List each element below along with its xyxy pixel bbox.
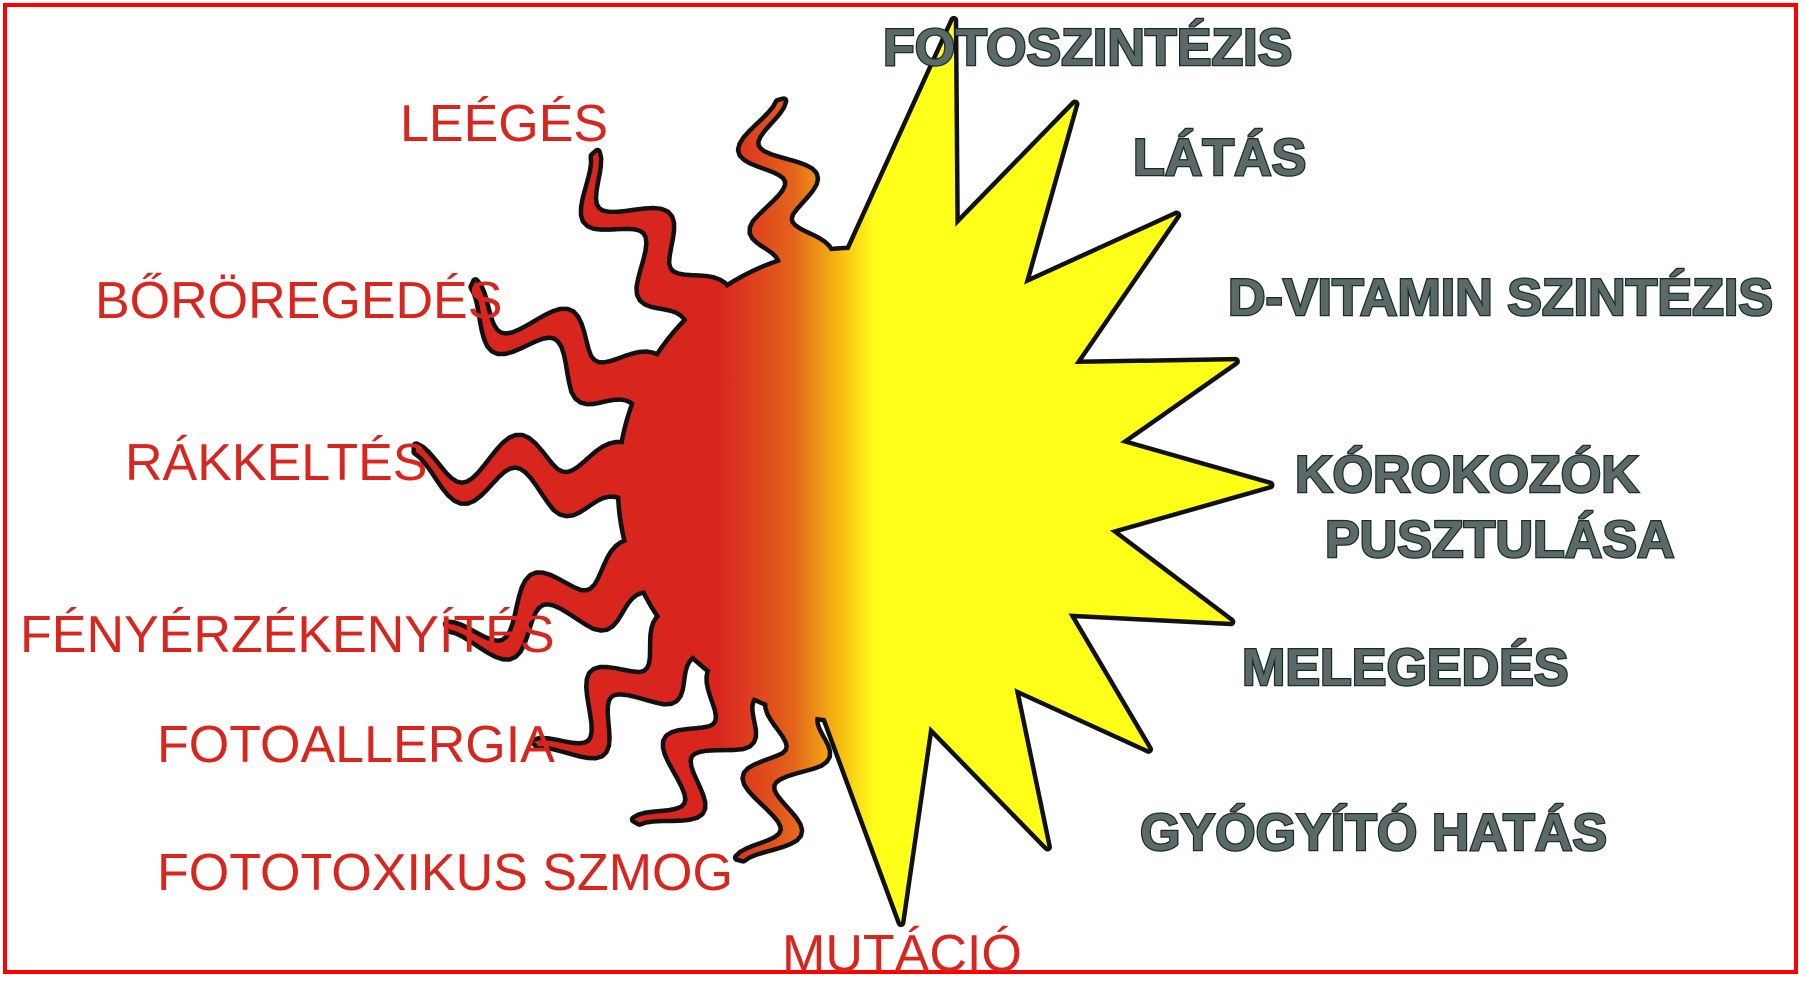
label-melegedes: MELEGEDÉS (1242, 639, 1569, 697)
label-fotoszintezis: FOTOSZINTÉZIS (883, 19, 1292, 77)
label-fotoallergia: FOTOALLERGIA (157, 716, 555, 774)
label-fototoxikus-szmog: FOTOTOXIKUS SZMOG (157, 844, 733, 902)
label-fenyerzekenyites: FÉNYÉRZÉKENYÍTÉS (20, 606, 555, 664)
label-boroeregedes: BŐRÖREGEDÉS (95, 272, 502, 330)
label-leeges: LEÉGÉS (400, 95, 608, 153)
label-mutacio: MUTÁCIÓ (782, 925, 1022, 982)
label-d-vitamin-szintezis: D-VITAMIN SZINTÉZIS (1228, 269, 1773, 327)
label-latas: LÁTÁS (1133, 129, 1306, 187)
label-korokozok: KÓROKOZÓK (1295, 446, 1639, 504)
label-pusztulasa: PUSZTULÁSA (1325, 511, 1675, 569)
label-gyogyito-hatas: GYÓGYÍTÓ HATÁS (1140, 804, 1607, 862)
straight-ray-9 (818, 684, 936, 922)
label-rakkeltes: RÁKKELTÉS (125, 434, 427, 492)
sun-core (620, 250, 1090, 720)
